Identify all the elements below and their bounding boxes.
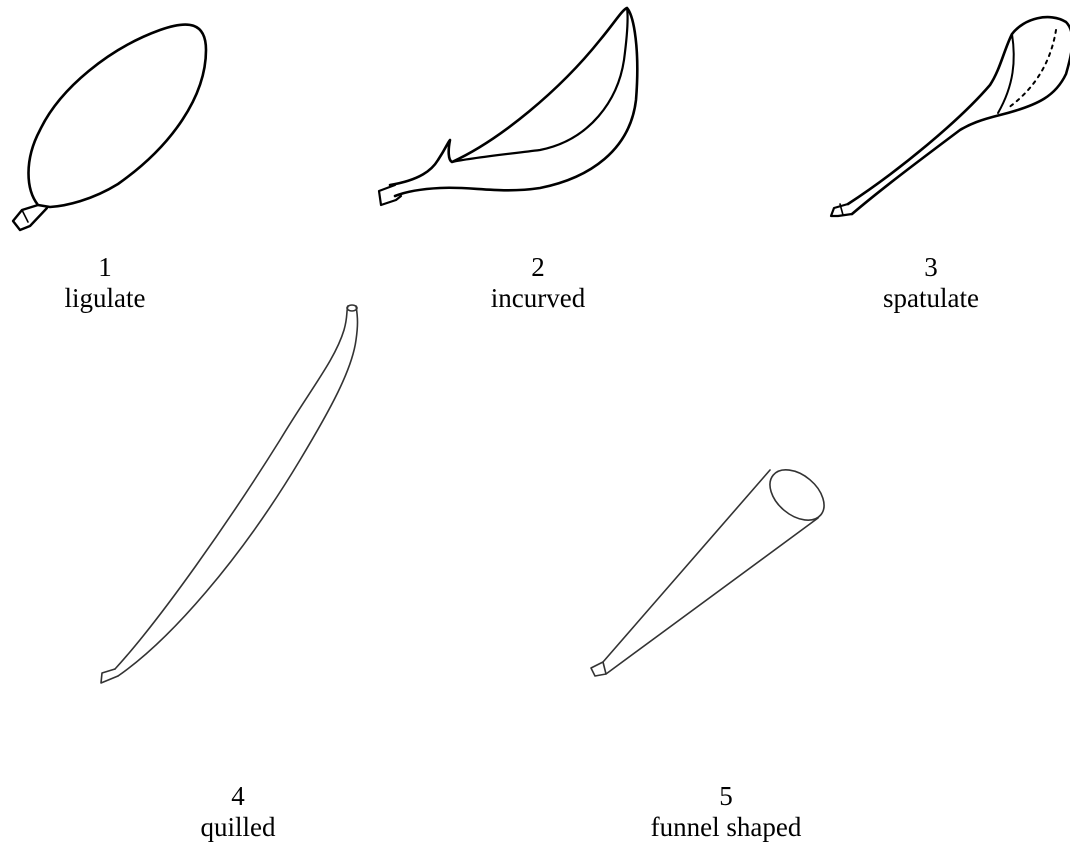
petal-incurved-outline	[390, 8, 637, 196]
caption-number: 2	[408, 252, 668, 283]
petal-ligulate-drawing	[13, 25, 206, 230]
petal-incurved-drawing	[379, 8, 637, 205]
petal-funnel-drawing	[591, 460, 834, 676]
petal-incurved-inner-fold	[452, 8, 628, 162]
caption-name: funnel shaped	[596, 812, 856, 843]
caption-name: quilled	[108, 812, 368, 843]
petal-ligulate-base	[13, 205, 47, 230]
petal-spatulate-outline	[848, 17, 1070, 214]
petal-funnel-outline	[603, 470, 818, 674]
caption-number: 3	[801, 252, 1061, 283]
caption-name: spatulate	[801, 283, 1061, 314]
petal-quilled-tip	[347, 305, 357, 311]
caption-funnel-shaped: 5 funnel shaped	[596, 781, 856, 843]
petal-ligulate-outline	[29, 25, 207, 207]
petal-funnel-mouth	[760, 460, 833, 530]
caption-number: 5	[596, 781, 856, 812]
petal-quilled-outline-2	[118, 306, 358, 676]
petal-spatulate-drawing	[831, 17, 1070, 216]
caption-name: ligulate	[0, 283, 235, 314]
caption-number: 4	[108, 781, 368, 812]
petal-quilled-base	[101, 669, 118, 683]
caption-incurved: 2 incurved	[408, 252, 668, 314]
caption-ligulate: 1 ligulate	[0, 252, 235, 314]
caption-spatulate: 3 spatulate	[801, 252, 1061, 314]
petal-quilled-drawing	[101, 305, 358, 683]
petal-funnel-base	[591, 662, 606, 676]
caption-quilled: 4 quilled	[108, 781, 368, 843]
petal-quilled-outline	[115, 306, 348, 669]
caption-name: incurved	[408, 283, 668, 314]
caption-number: 1	[0, 252, 235, 283]
